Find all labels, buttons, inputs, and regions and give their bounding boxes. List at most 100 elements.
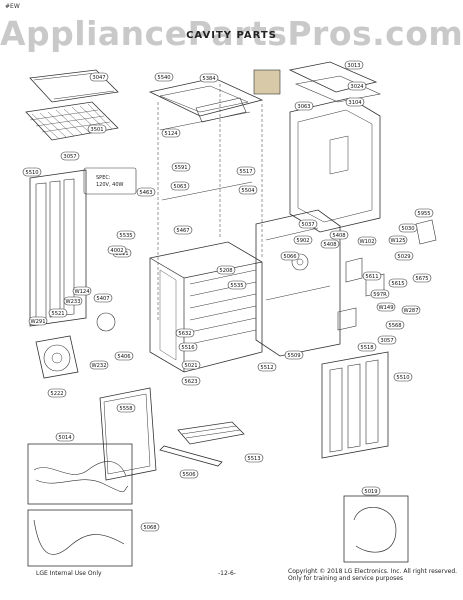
rack-tray-3047 (29, 69, 119, 103)
callout-label: 5068 (143, 525, 156, 531)
callout-label: 5955 (417, 211, 430, 217)
callout-label: 5467 (176, 228, 189, 234)
callout-bubble (362, 271, 382, 281)
callout-label: W287 (403, 308, 418, 314)
part-callout-5021: 5021 (181, 360, 201, 370)
callout-bubble (140, 522, 160, 532)
callout-label: 4002 (110, 248, 123, 254)
callout-label: 5518 (360, 345, 373, 351)
callout-bubble (63, 296, 83, 306)
callout-bubble (28, 316, 48, 326)
part-callout-5504: 5504 (238, 185, 258, 195)
part-callout-597R: 597R (370, 289, 390, 299)
callout-bubble (238, 185, 258, 195)
part-callout-5517: 5517 (236, 166, 256, 176)
part-callout-3501: 3501 (87, 124, 107, 134)
part-callout-5615: 5615 (388, 278, 408, 288)
part-callout-W287: W287 (401, 305, 421, 315)
part-callout-5591: 5591 (171, 162, 191, 172)
callout-label: 3057 (380, 338, 393, 344)
callout-label: W233 (65, 299, 80, 305)
callout-label: 597R (373, 292, 387, 298)
callout-label: 5030 (401, 226, 414, 232)
rod-5506 (159, 445, 223, 467)
part-callout-W102: W102 (357, 236, 377, 246)
part-callout-5463: 5463 (136, 187, 156, 197)
part-callout-5902: 5902 (293, 235, 313, 245)
callout-bubble (257, 362, 277, 372)
part-callout-W233: W233 (63, 296, 83, 306)
part-callout-5568: 5568 (385, 320, 405, 330)
callout-bubble (181, 360, 201, 370)
callout-label: 5516 (181, 345, 194, 351)
part-callout-5510: 5510 (22, 167, 42, 177)
specs-line-2: 120V, 40W (96, 182, 124, 188)
part-callout-5066: 5066 (280, 251, 300, 261)
callout-label: 5535 (119, 233, 132, 239)
specs-line-1: SPEC: (96, 175, 111, 181)
callout-label: 5591 (174, 165, 187, 171)
part-callout-5623: 5623 (181, 376, 201, 386)
part-callout-5535: 5535 (116, 230, 136, 240)
callout-label: 5521 (51, 311, 64, 317)
part-callout-5521: 5521 (48, 308, 68, 318)
callout-label: 5019 (364, 489, 377, 495)
wire-harness-5068 (27, 509, 133, 567)
part-callout-5611: 5611 (362, 271, 382, 281)
callout-bubble (398, 223, 418, 233)
callout-bubble (72, 286, 92, 296)
callout-bubble (93, 293, 113, 303)
training-line: Only for training and service purposes (288, 575, 404, 582)
callout-bubble (60, 151, 80, 161)
callout-label: 5675 (415, 276, 428, 282)
part-callout-5632: 5632 (175, 328, 195, 338)
callout-label: 5408 (323, 242, 336, 248)
callout-label: 5029 (397, 254, 410, 260)
callout-bubble (116, 403, 136, 413)
footer-copyright: Copyright © 2018 LG Electronics. Inc. Al… (288, 568, 457, 582)
callout-label: 5540 (157, 75, 170, 81)
part-callout-5518: 5518 (357, 342, 377, 352)
callout-label: 5463 (139, 190, 152, 196)
part-callout-5675: 5675 (412, 273, 432, 283)
copyright-line: Copyright © 2018 LG Electronics. Inc. Al… (288, 568, 458, 575)
callout-bubble (344, 60, 364, 70)
callout-bubble (48, 308, 68, 318)
wire-harness-5014 (27, 443, 133, 505)
fan-5222 (35, 335, 79, 379)
callout-label: 5021 (184, 363, 197, 369)
vent-3013 (288, 61, 378, 93)
part-callout-5068: 5068 (140, 522, 160, 532)
part-callout-5509: 5509 (284, 350, 304, 360)
callout-label: 5384 (202, 76, 216, 82)
part-callout-3057: 3057 (60, 151, 80, 161)
callout-bubble (89, 72, 109, 82)
callout-bubble (329, 230, 349, 240)
wire-rack-3501 (25, 101, 119, 141)
callout-bubble (345, 97, 365, 107)
callout-bubble (357, 342, 377, 352)
part-callout-5535: 5535 (227, 280, 247, 290)
part-callout-W232: W232 (89, 360, 109, 370)
callout-label: 5066 (283, 254, 296, 260)
callout-label: 3501 (90, 127, 103, 133)
callout-bubble (179, 469, 199, 479)
callout-label: 5504 (241, 188, 255, 194)
callout-label: 5558 (119, 406, 132, 412)
bake-element-5513 (177, 421, 245, 445)
callout-label: W124 (74, 289, 90, 295)
footer-left: LGE Internal Use Only (36, 570, 102, 577)
part-callout-5955: 5955 (414, 208, 434, 218)
callout-label: 5408 (332, 233, 345, 239)
rear-panel-3063 (289, 97, 381, 233)
callout-bubble (393, 372, 413, 382)
callout-bubble (161, 128, 181, 138)
callout-bubble (47, 388, 67, 398)
callout-bubble (377, 335, 397, 345)
callout-bubble (298, 219, 318, 229)
callout-label: 5014 (58, 435, 72, 441)
callout-bubble (154, 72, 174, 82)
part-callout-3063: 3063 (294, 101, 314, 111)
callout-bubble (116, 230, 136, 240)
part-callout-5558: 5558 (116, 403, 136, 413)
